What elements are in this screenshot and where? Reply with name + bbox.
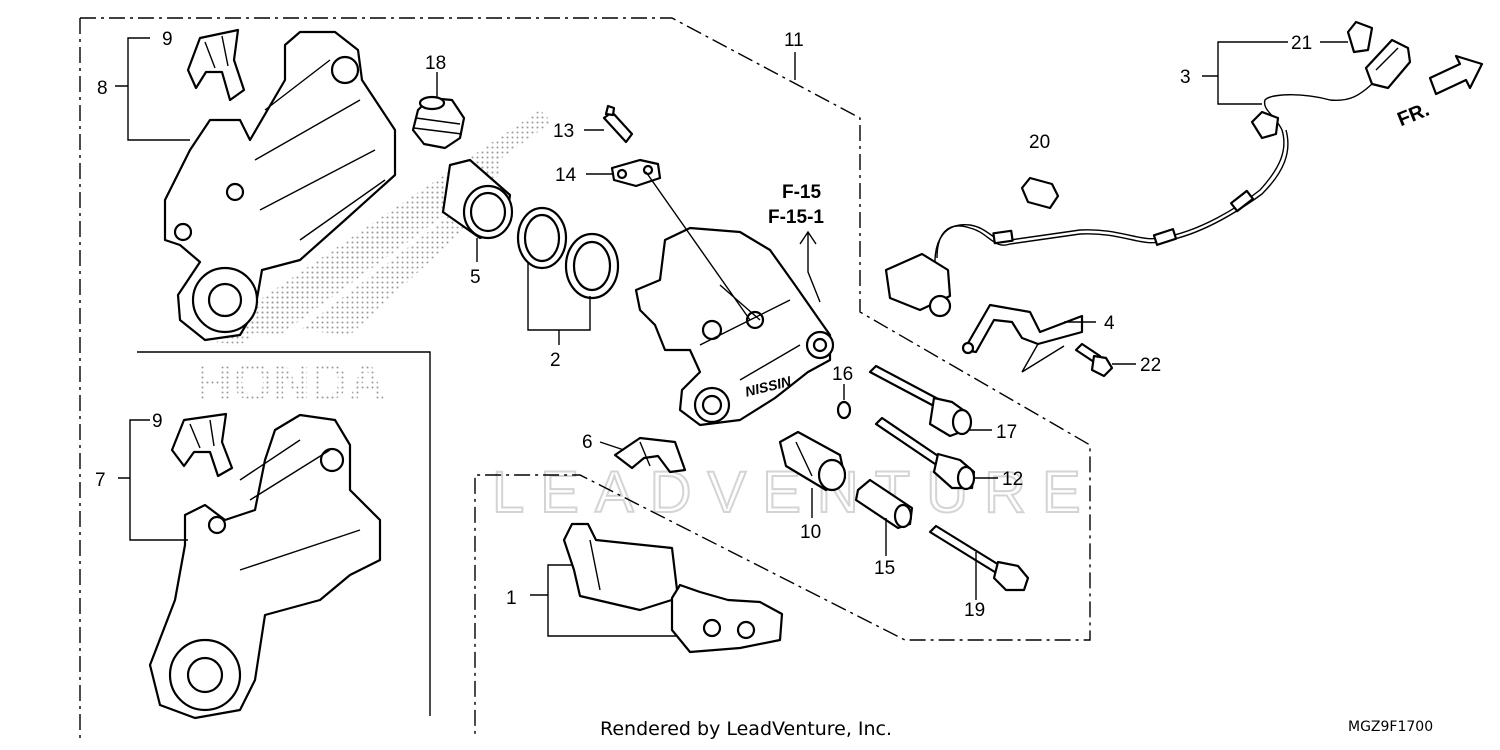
boot-part-10 bbox=[778, 430, 847, 492]
callout-2: 2 bbox=[550, 350, 561, 371]
washer-part-16 bbox=[836, 400, 852, 420]
callout-numbers: 1 2 3 4 5 6 7 8 9 9 10 11 12 13 14 15 16… bbox=[95, 29, 1312, 621]
callout-11: 11 bbox=[784, 30, 804, 51]
callout-13: 13 bbox=[553, 121, 574, 142]
reference-f15-1: F-15-1 bbox=[768, 207, 824, 228]
caliper-bracket-upper bbox=[163, 30, 397, 342]
callout-12: 12 bbox=[1002, 469, 1023, 490]
brake-pads-part-1 bbox=[562, 522, 784, 654]
callout-22: 22 bbox=[1140, 355, 1161, 376]
abs-sensor-harness-part-3 bbox=[884, 83, 1373, 318]
bolt-part-19 bbox=[928, 524, 1030, 592]
brake-caliper-body: NISSIN bbox=[634, 226, 835, 427]
front-direction-label: FR. bbox=[1394, 99, 1432, 131]
caliper-pin-part-17 bbox=[868, 364, 973, 438]
callout-9-lower: 9 bbox=[152, 411, 163, 432]
clamp-part-21 bbox=[1346, 20, 1374, 54]
bleed-screw-part-13 bbox=[602, 104, 634, 144]
callout-1: 1 bbox=[506, 588, 517, 609]
reference-f15: F-15 bbox=[782, 182, 822, 203]
callout-5: 5 bbox=[470, 267, 481, 288]
callout-15: 15 bbox=[874, 558, 895, 579]
leadventure-watermark: LEADVENTURE bbox=[492, 460, 1097, 525]
front-direction-arrow: FR. bbox=[1394, 54, 1484, 131]
pad-spring-clip-lower bbox=[170, 412, 234, 478]
callout-6: 6 bbox=[582, 432, 593, 453]
sleeve-part-15 bbox=[854, 478, 914, 530]
bleed-cap-part-14 bbox=[610, 158, 662, 188]
boot-part-18 bbox=[411, 95, 466, 150]
piston-seals-part-2 bbox=[516, 206, 620, 300]
callout-4: 4 bbox=[1104, 313, 1115, 334]
callout-7: 7 bbox=[95, 470, 106, 491]
callout-8: 8 bbox=[97, 78, 108, 99]
callout-16: 16 bbox=[832, 364, 853, 385]
callout-19: 19 bbox=[964, 600, 985, 621]
grommet-part-20 bbox=[1020, 176, 1060, 210]
callout-3: 3 bbox=[1180, 67, 1191, 88]
honda-watermark-text: HONDA bbox=[195, 354, 386, 412]
pad-spring-clip-upper bbox=[186, 28, 246, 102]
callout-20: 20 bbox=[1029, 132, 1050, 153]
assembly-outline bbox=[79, 17, 1091, 738]
callout-21: 21 bbox=[1291, 33, 1312, 54]
callout-10: 10 bbox=[800, 522, 821, 543]
callout-leader-lines bbox=[115, 37, 1348, 637]
piston-part-5 bbox=[441, 158, 514, 240]
render-credit: Rendered by LeadVenture, Inc. bbox=[600, 718, 893, 740]
diagram-code: MGZ9F1700 bbox=[1348, 719, 1434, 735]
sensor-connector bbox=[1364, 38, 1412, 90]
bolt-part-22 bbox=[1074, 342, 1114, 378]
caliper-bracket-lower bbox=[148, 413, 382, 720]
callout-14: 14 bbox=[555, 165, 577, 186]
pin-bolt-part-12 bbox=[874, 416, 976, 491]
sensor-bracket-part-4 bbox=[961, 303, 1084, 355]
callout-18: 18 bbox=[425, 53, 446, 74]
callout-17: 17 bbox=[996, 422, 1017, 443]
callout-9-upper: 9 bbox=[162, 29, 173, 50]
pad-spring-part-6 bbox=[613, 436, 687, 474]
